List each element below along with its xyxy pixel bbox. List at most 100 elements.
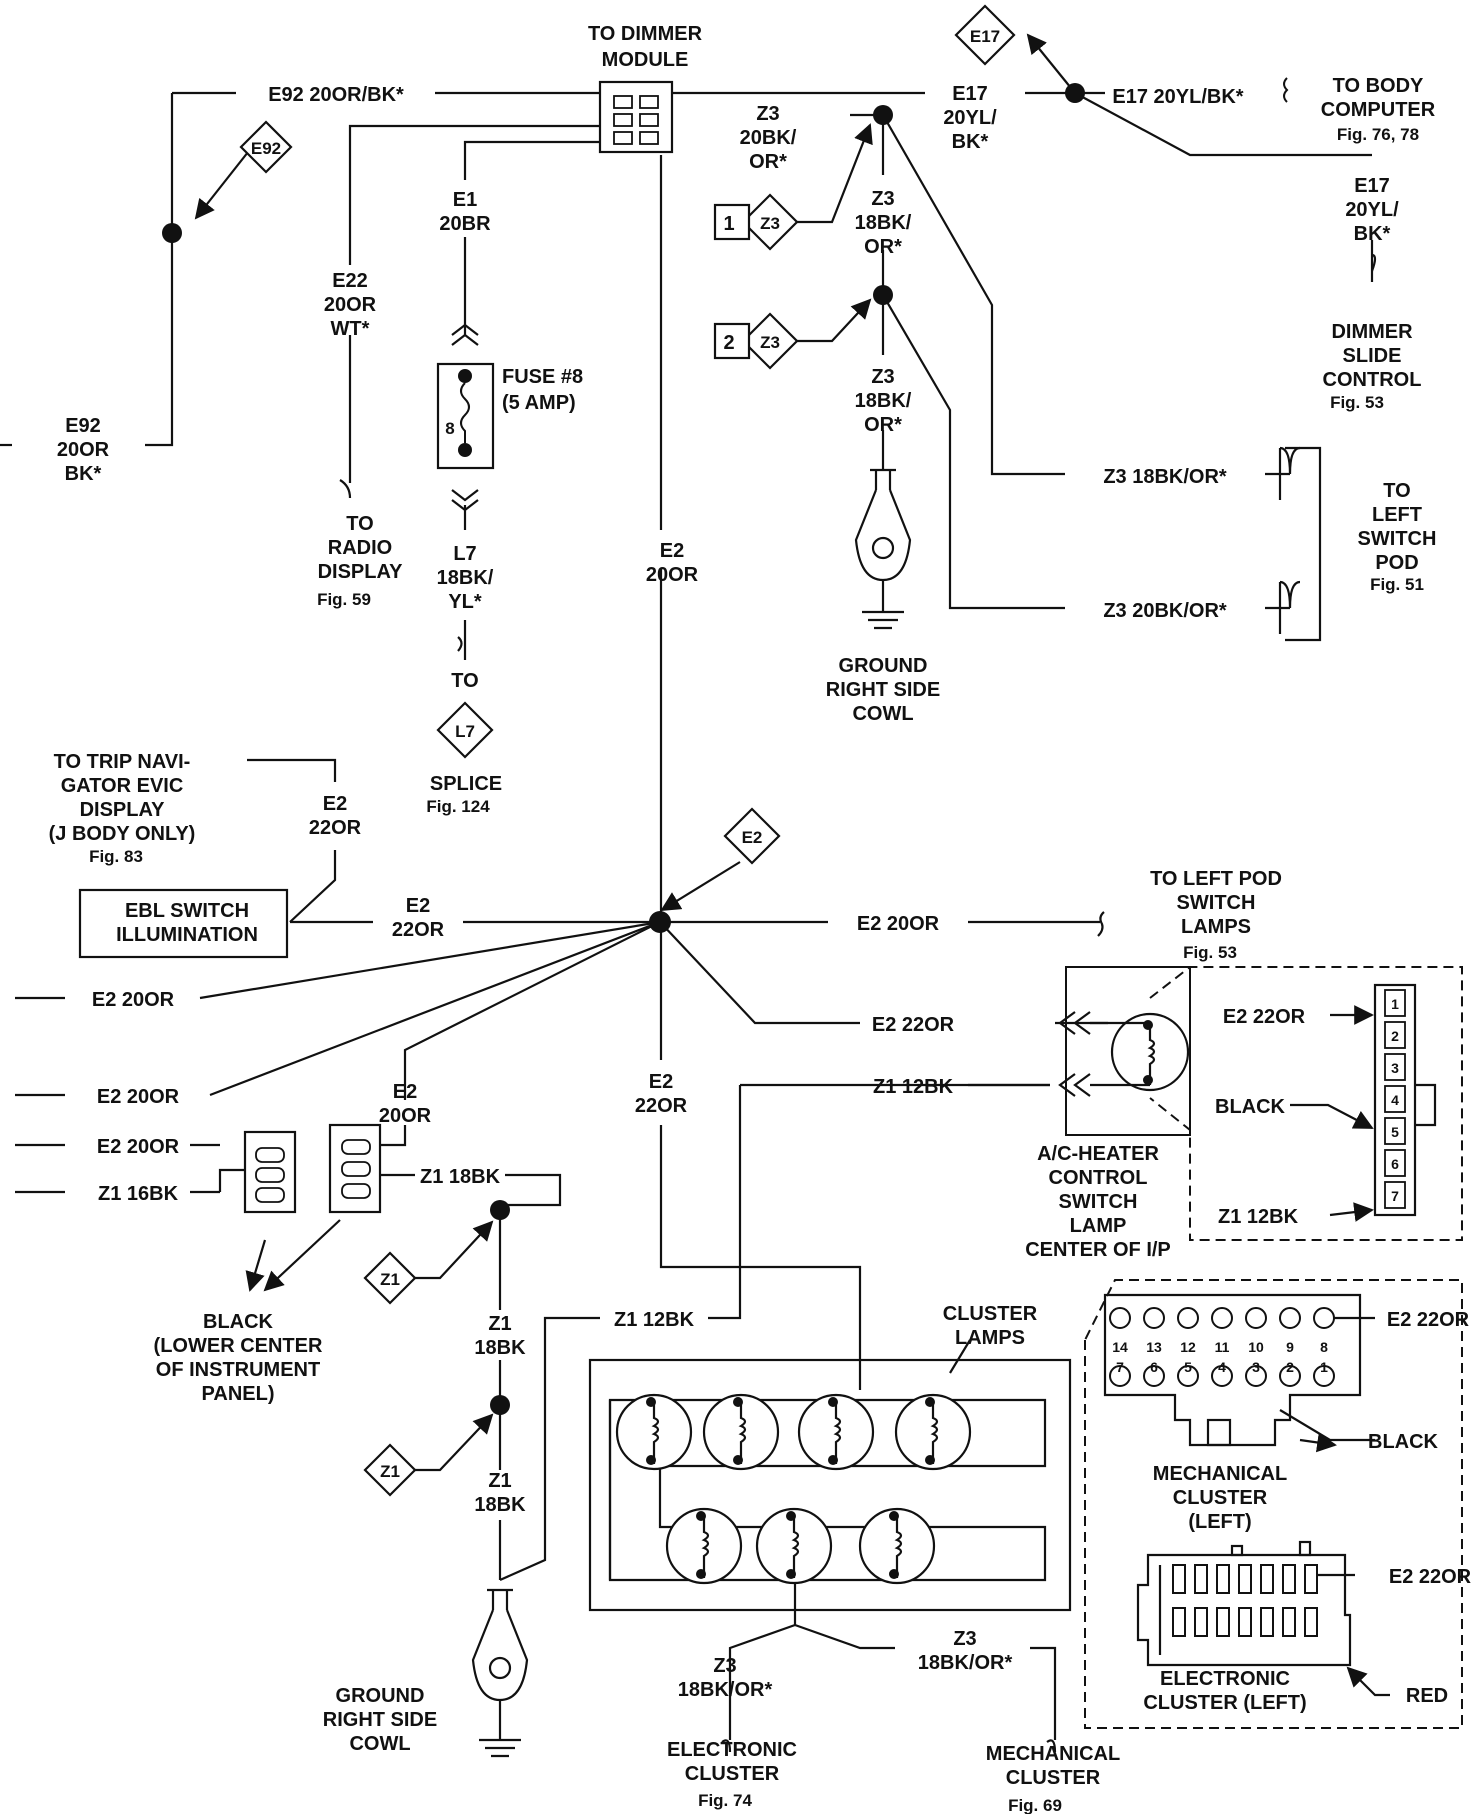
fig69-label: Fig. 69 <box>1008 1796 1062 1814</box>
conn-pins-label-0: 1 <box>1391 996 1399 1012</box>
z3-splice-tag: Z3 <box>741 193 799 251</box>
splice-junction-dot <box>162 223 182 243</box>
splice-number-box: 2 <box>713 322 751 360</box>
dimmer-pin <box>613 95 633 109</box>
mc-pins-top-label-4: 10 <box>1248 1339 1264 1355</box>
conn-pins-label-1: 2 <box>1391 1028 1399 1044</box>
e2-20-l2-label: E2 20OR <box>97 1086 180 1108</box>
connector-cavity <box>1384 1149 1406 1177</box>
e2-20-l1-label: E2 20OR <box>92 989 175 1011</box>
mc-pins-bot-label-2: 5 <box>1184 1359 1192 1375</box>
mc-pins-bot-label-0: 7 <box>1116 1359 1124 1375</box>
mc-pins-bot-label-6: 1 <box>1320 1359 1328 1375</box>
mc-black-label: BLACK <box>1368 1431 1439 1453</box>
fig83-label: Fig. 83 <box>89 847 143 866</box>
conn-pins-label-3: 4 <box>1391 1092 1399 1108</box>
e2-20-l3-label: E2 20OR <box>97 1136 180 1158</box>
terminal-pin <box>255 1147 285 1163</box>
terminal-pin <box>341 1183 371 1199</box>
dimmer-module-connector <box>598 80 674 154</box>
fig53a-label: Fig. 53 <box>1330 393 1384 412</box>
z1-12-cl-label: Z1 12BK <box>614 1309 695 1331</box>
svg-text:Z3: Z3 <box>760 333 780 352</box>
e2-22-ac-label: E2 22OR <box>872 1014 955 1036</box>
mc-pins-bot-label-1: 6 <box>1150 1359 1158 1375</box>
splice-junction-dot <box>490 1395 510 1415</box>
cluster-lamp-bulb <box>858 1507 936 1585</box>
cluster-lamp-bulb <box>755 1507 833 1585</box>
fig51-label: Fig. 51 <box>1370 575 1424 594</box>
splice-label: SPLICE <box>430 773 502 795</box>
splice-junction-dot <box>490 1200 510 1220</box>
dimmer-pin <box>639 95 659 109</box>
cluster-lamp-bulb <box>665 1507 743 1585</box>
connector-cavity <box>1384 1085 1406 1113</box>
mc-pins-bot-label-4: 3 <box>1252 1359 1260 1375</box>
cluster-lamps <box>588 1339 1072 1753</box>
fuse-num-label: 8 <box>445 419 454 438</box>
top-wires <box>0 33 1377 1390</box>
splice-number-box: 1 <box>713 203 751 241</box>
e17-right-label: E17 20YL/BK* <box>1112 86 1243 108</box>
svg-text:2: 2 <box>723 332 734 354</box>
electronic-cluster-pins <box>1172 1564 1318 1637</box>
ec-e2-label: E2 22OR <box>1389 1566 1472 1588</box>
z3-18-label: Z3 18BK/OR* <box>1103 466 1227 488</box>
terminal-pin <box>341 1161 371 1177</box>
conn-pins-label-5: 6 <box>1391 1156 1399 1172</box>
splice-junction-dot <box>873 105 893 125</box>
cluster-lamp-bulb <box>894 1393 972 1471</box>
svg-text:Z1: Z1 <box>380 1270 400 1289</box>
e2-splice-tag: E2 <box>723 807 781 865</box>
splice-junction-dot <box>873 285 893 305</box>
z1-splice-tag: Z1 <box>363 1443 417 1497</box>
mc-pins-top-label-2: 12 <box>1180 1339 1196 1355</box>
dimmer-pin <box>613 113 633 127</box>
dimmer-pin <box>613 131 633 145</box>
terminal-pin <box>341 1139 371 1155</box>
ec-red-label: RED <box>1406 1685 1448 1707</box>
mc-pins-bot-label-3: 4 <box>1218 1359 1226 1375</box>
svg-text:E17: E17 <box>970 27 1000 46</box>
dimmer-pin <box>639 131 659 145</box>
fuse-label: FUSE #8(5 AMP) <box>502 366 583 414</box>
dimmer-pin <box>639 113 659 127</box>
cluster-connectors <box>1084 1279 1463 1729</box>
fig7678-label: Fig. 76, 78 <box>1337 125 1419 144</box>
fig59-label: Fig. 59 <box>317 590 371 609</box>
connector-cavity <box>1384 1117 1406 1145</box>
terminal-pin <box>255 1187 285 1203</box>
z1-16-label: Z1 16BK <box>98 1183 179 1205</box>
splice-junction-dot <box>1065 83 1085 103</box>
wire-break-mark <box>1283 77 1289 103</box>
mc-pins-top-label-1: 13 <box>1146 1339 1162 1355</box>
mechanical-cluster-pins <box>1109 1307 1335 1387</box>
e92-splice-tag: E92 <box>239 120 293 174</box>
z3-20-label: Z3 20BK/OR* <box>1103 600 1227 622</box>
